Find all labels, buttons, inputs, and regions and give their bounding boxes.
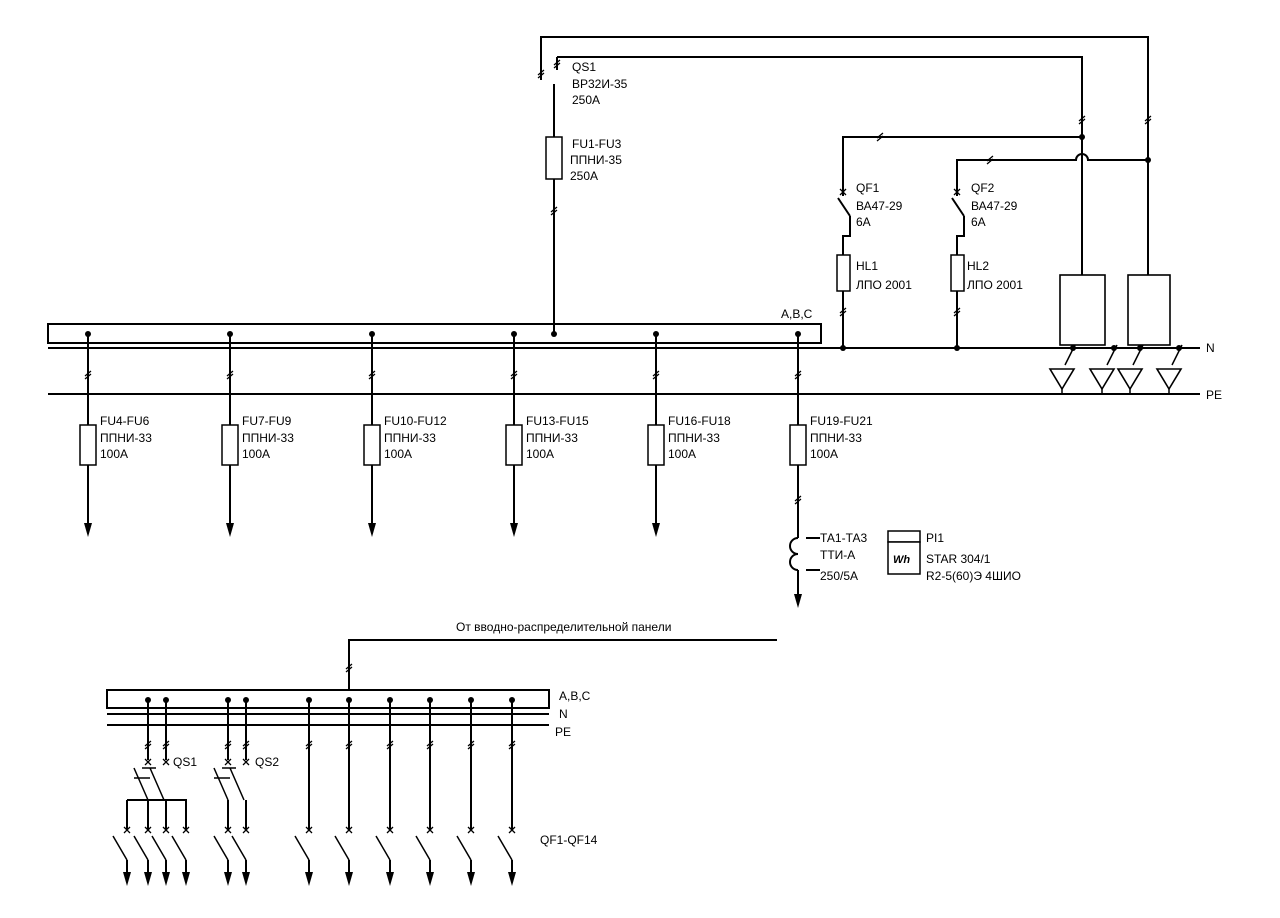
ta-ref: ТА1-ТА3 [820, 531, 868, 545]
svg-text:100А: 100А [242, 447, 270, 461]
svg-text:QF1: QF1 [856, 181, 880, 195]
main-bus-label: А,В,С [781, 307, 813, 321]
qs1-bottom-label: QS1 [173, 755, 197, 769]
feeder-4: FU13-FU15 ППНИ-33 100А [505, 331, 589, 537]
ta-ratio: 250/5А [820, 569, 858, 583]
main-busbar [47, 323, 822, 344]
svg-text:ППНИ-33: ППНИ-33 [242, 431, 294, 445]
svg-text:ВА47-29: ВА47-29 [856, 199, 903, 213]
qf-breaker-row: QF1-QF14 [112, 826, 598, 886]
svg-text:FU13-FU15: FU13-FU15 [526, 414, 589, 428]
supply-loop [540, 36, 1149, 275]
svg-text:100А: 100А [668, 447, 696, 461]
hl2-ref: HL2 [967, 259, 989, 273]
svg-text:ППНИ-33: ППНИ-33 [668, 431, 720, 445]
bottom-scheme: От вводно-распределительной панели А,В,С… [106, 620, 777, 886]
svg-text:ППНИ-35: ППНИ-35 [570, 153, 622, 167]
fu-main-fuse [545, 136, 563, 180]
svg-text:ППНИ-33: ППНИ-33 [384, 431, 436, 445]
feeder-6-metering: FU19-FU21 ППНИ-33 100А ТА1-ТА3 ТТИ-А 250… [789, 331, 873, 608]
energy-meter: Wh PI1 STAR 304/1 R2-5(60)Э 4ШИО [887, 530, 1021, 583]
svg-text:ВА47-29: ВА47-29 [971, 199, 1018, 213]
bottom-busbar [106, 689, 550, 709]
svg-text:100А: 100А [100, 447, 128, 461]
feeder-2: FU7-FU9 ППНИ-33 100А [221, 331, 294, 537]
svg-text:FU7-FU9: FU7-FU9 [242, 414, 292, 428]
svg-text:FU16-FU18: FU16-FU18 [668, 414, 731, 428]
supply-label: От вводно-распределительной панели [456, 620, 671, 634]
hl1-lamp [836, 254, 851, 292]
hl2-type: ЛПО 2001 [967, 278, 1023, 292]
qs2-bottom-label: QS2 [255, 755, 279, 769]
svg-text:QS1: QS1 [572, 60, 596, 74]
n-label: N [1206, 341, 1215, 355]
svg-text:FU1-FU3: FU1-FU3 [572, 137, 622, 151]
meter-ref: PI1 [926, 531, 944, 545]
feeder-1: FU4-FU6 ППНИ-33 100А [79, 331, 152, 537]
supply-line [348, 639, 777, 700]
ta-type: ТТИ-А [820, 548, 855, 562]
bottom-n-label: N [559, 707, 568, 721]
feeder-3: FU10-FU12 ППНИ-33 100А [363, 331, 447, 537]
pe-label: PE [1206, 388, 1222, 402]
svg-text:100А: 100А [810, 447, 838, 461]
feeder-5: FU16-FU18 ППНИ-33 100А [647, 331, 731, 537]
svg-text:FU19-FU21: FU19-FU21 [810, 414, 873, 428]
svg-text:6А: 6А [856, 215, 871, 229]
svg-text:250А: 250А [572, 93, 600, 107]
svg-text:ППНИ-33: ППНИ-33 [526, 431, 578, 445]
svg-text:ППНИ-33: ППНИ-33 [100, 431, 152, 445]
qs2-group: QS2 [213, 697, 279, 830]
svg-text:FU4-FU6: FU4-FU6 [100, 414, 150, 428]
right-output-block [1049, 274, 1183, 394]
svg-text:6А: 6А [971, 215, 986, 229]
hl1-type: ЛПО 2001 [856, 278, 912, 292]
svg-text:FU10-FU12: FU10-FU12 [384, 414, 447, 428]
qf2-breaker: QF2 ВА47-29 6А [951, 181, 1018, 255]
svg-text:QF2: QF2 [971, 181, 995, 195]
svg-text:100А: 100А [384, 447, 412, 461]
bottom-bus-label: А,В,С [559, 689, 591, 703]
direct-branches [305, 697, 516, 830]
qf-group-label: QF1-QF14 [540, 833, 598, 847]
qf1-breaker: QF1 ВА47-29 6А [837, 181, 903, 255]
top-scheme: А,В,С N PE QS1 ВР32И-35 250А FU1-FU3 ППН… [47, 36, 1222, 608]
meter-model: STAR 304/1 [926, 552, 991, 566]
hl1-ref: HL1 [856, 259, 878, 273]
qs1-switch: QS1 ВР32И-35 250А [572, 60, 628, 107]
qs1-switch-lines [540, 57, 558, 137]
meter-spec: R2-5(60)Э 4ШИО [926, 569, 1021, 583]
qs1-top-wire [557, 56, 1083, 275]
wh-symbol: Wh [893, 554, 910, 566]
qf1-feed [842, 136, 1082, 192]
svg-text:250А: 250А [570, 169, 598, 183]
qf2-feed [956, 153, 1148, 192]
svg-text:100А: 100А [526, 447, 554, 461]
fu-main-label: FU1-FU3 ППНИ-35 250А [570, 137, 622, 183]
svg-text:ВР32И-35: ВР32И-35 [572, 77, 628, 91]
bottom-pe-label: PE [555, 725, 571, 739]
svg-text:ППНИ-33: ППНИ-33 [810, 431, 862, 445]
hl2-lamp [950, 254, 965, 292]
qs1-group: QS1 [126, 697, 197, 830]
